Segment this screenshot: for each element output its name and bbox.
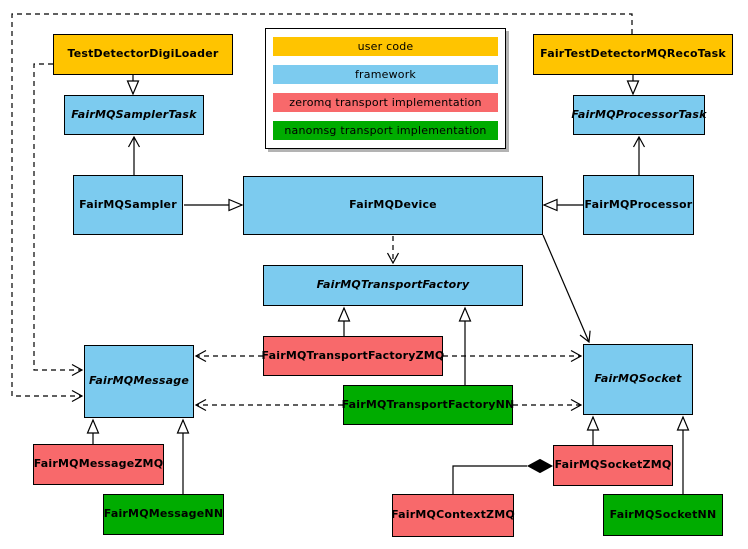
node-fairmq-sampler-task: FairMQSamplerTask [64,95,204,135]
legend: user code framework zeromq transport imp… [265,28,506,149]
node-fairmq-transport-factory-zmq: FairMQTransportFactoryZMQ [262,336,444,376]
node-fairmq-transport-factory: FairMQTransportFactory [263,265,523,306]
legend-item-zeromq-transport: zeromq transport implementation [273,93,498,112]
node-fair-test-detector-mq-reco-task: FairTestDetectorMQRecoTask [533,34,733,75]
edge-contextzmq-to-socketzmq [452,465,527,494]
edge-device-to-socket [542,234,591,344]
legend-item-user-code: user code [273,37,498,56]
node-fairmq-socket: FairMQSocket [583,344,693,415]
edge-recotask-to-message [11,13,633,403]
node-fairmq-message-zmq: FairMQMessageZMQ [33,444,164,485]
node-fairmq-socket-nn: FairMQSocketNN [603,494,723,536]
node-fairmq-socket-zmq: FairMQSocketZMQ [553,445,673,486]
node-test-detector-digi-loader: TestDetectorDigiLoader [53,34,233,75]
node-fairmq-context-zmq: FairMQContextZMQ [391,494,515,537]
node-fairmq-message: FairMQMessage [84,345,194,418]
node-fairmq-processor: FairMQProcessor [583,175,694,235]
node-fairmq-device: FairMQDevice [243,176,543,235]
composition-diamond [526,458,554,474]
legend-item-nanomsg-transport: nanomsg transport implementation [273,121,498,140]
node-fairmq-processor-task: FairMQProcessorTask [571,95,706,135]
node-fairmq-sampler: FairMQSampler [73,175,183,235]
legend-item-framework: framework [273,65,498,84]
edge-digiloader-to-message [33,63,84,377]
node-fairmq-message-nn: FairMQMessageNN [103,494,224,535]
node-fairmq-transport-factory-nn: FairMQTransportFactoryNN [342,385,514,425]
